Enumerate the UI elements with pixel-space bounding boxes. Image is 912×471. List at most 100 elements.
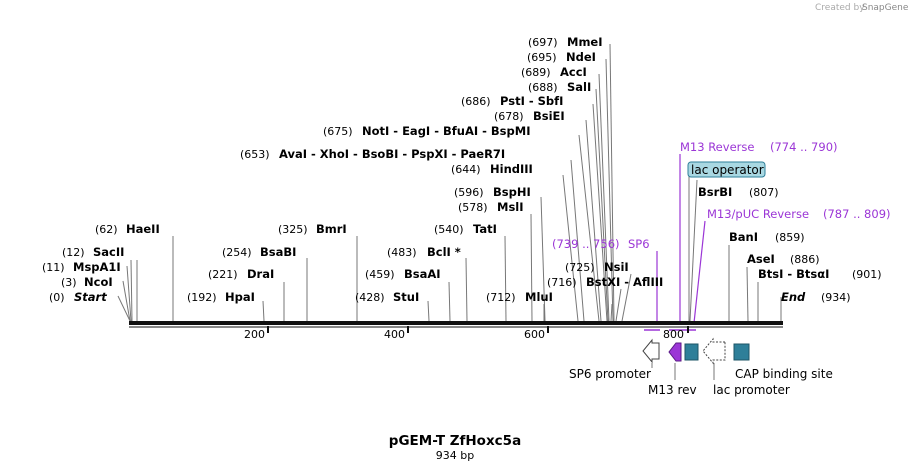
svg-text:AccI: AccI bbox=[560, 65, 587, 79]
svg-text:BsrBI: BsrBI bbox=[698, 185, 732, 199]
site-label-bsabi: (254) BsaBI bbox=[222, 245, 296, 259]
svg-text:(12): (12) bbox=[62, 246, 85, 259]
ruler: 200 400 600 800 bbox=[244, 326, 689, 341]
lac-operator-box bbox=[687, 161, 766, 178]
svg-text:(644): (644) bbox=[451, 163, 481, 176]
credit-text: Created by bbox=[815, 3, 865, 13]
svg-text:(697): (697) bbox=[528, 36, 558, 49]
svg-text:(725): (725) bbox=[565, 261, 595, 274]
svg-text:(0): (0) bbox=[49, 291, 65, 304]
svg-text:(689): (689) bbox=[521, 66, 551, 79]
site-label-bsrbi: BsrBI (807) bbox=[698, 185, 779, 199]
sp6-promoter-label: SP6 promoter bbox=[569, 367, 651, 381]
site-label-noti: (675) NotI - EagI - BfuAI - BspMI bbox=[323, 124, 530, 138]
svg-text:HaeII: HaeII bbox=[126, 222, 160, 236]
svg-text:(695): (695) bbox=[527, 51, 557, 64]
construct-title: pGEM-T ZfHoxc5a bbox=[389, 433, 521, 449]
svg-text:(686): (686) bbox=[461, 95, 491, 108]
svg-text:Start: Start bbox=[74, 290, 107, 304]
svg-text:(716): (716) bbox=[547, 276, 577, 289]
svg-text:SP6: SP6 bbox=[628, 237, 650, 251]
primer-sp6-label: (739 .. 756) SP6 bbox=[552, 237, 650, 251]
svg-text:(483): (483) bbox=[387, 246, 417, 259]
site-label-bani: BanI (859) bbox=[729, 230, 805, 244]
svg-text:(11): (11) bbox=[42, 261, 65, 274]
sequence-backbone bbox=[129, 321, 783, 325]
svg-text:MslI: MslI bbox=[497, 200, 524, 214]
ruler-tick-200: 200 bbox=[244, 328, 265, 341]
site-label-mspa1i: (11) MspA1I bbox=[42, 260, 121, 274]
svg-text:End: End bbox=[781, 290, 806, 304]
svg-text:(428): (428) bbox=[355, 291, 385, 304]
svg-text:BanI: BanI bbox=[729, 230, 758, 244]
svg-text:M13 Reverse: M13 Reverse bbox=[680, 140, 754, 154]
svg-text:M13/pUC Reverse: M13/pUC Reverse bbox=[707, 207, 809, 221]
site-label-avai: (653) AvaI - XhoI - BsoBI - PspXI - PaeR… bbox=[240, 147, 505, 161]
svg-text:(807): (807) bbox=[749, 186, 779, 199]
svg-text:(540): (540) bbox=[434, 223, 464, 236]
lac-operator-feature bbox=[684, 343, 699, 361]
svg-text:HindIII: HindIII bbox=[490, 162, 533, 176]
svg-text:(325): (325) bbox=[278, 223, 308, 236]
site-label-mmei: (697) MmeI bbox=[528, 35, 603, 49]
svg-text:NsiI: NsiI bbox=[604, 260, 629, 274]
lac-promoter-label: lac promoter bbox=[713, 383, 790, 397]
svg-text:(578): (578) bbox=[458, 201, 488, 214]
svg-text:SalI: SalI bbox=[567, 80, 591, 94]
svg-text:BsaAI: BsaAI bbox=[404, 267, 441, 281]
svg-text:(678): (678) bbox=[494, 110, 524, 123]
sp6-promoter-arrow bbox=[642, 338, 660, 364]
primer-m13-puc-label: M13/pUC Reverse (787 .. 809) bbox=[707, 207, 891, 221]
site-label-tati: (540) TatI bbox=[434, 222, 497, 236]
svg-text:SacII: SacII bbox=[93, 245, 124, 259]
svg-text:(859): (859) bbox=[775, 231, 805, 244]
site-label-ndei: (695) NdeI bbox=[527, 50, 596, 64]
cap-binding-site-label: CAP binding site bbox=[735, 367, 833, 381]
svg-text:BtsI - BtsαI: BtsI - BtsαI bbox=[758, 267, 829, 281]
svg-text:HpaI: HpaI bbox=[225, 290, 255, 304]
svg-text:(934): (934) bbox=[821, 291, 851, 304]
site-label-bsaai: (459) BsaAI bbox=[365, 267, 441, 281]
ruler-tick-600: 600 bbox=[524, 328, 545, 341]
m13-rev-arrow bbox=[668, 342, 682, 362]
svg-text:(62): (62) bbox=[95, 223, 118, 236]
svg-text:BstXI - AflIII: BstXI - AflIII bbox=[586, 275, 663, 289]
m13-rev-label: M13 rev bbox=[648, 383, 697, 397]
svg-text:MluI: MluI bbox=[525, 290, 553, 304]
site-label-nsii: (725) NsiI bbox=[565, 260, 629, 274]
site-connectors bbox=[117, 43, 782, 322]
svg-text:(675): (675) bbox=[323, 125, 353, 138]
site-label-sacii: (12) SacII bbox=[62, 245, 124, 259]
m13-puc-line bbox=[693, 220, 706, 324]
site-label-bsiei: (678) BsiEI bbox=[494, 109, 565, 123]
site-label-start: (0) Start bbox=[49, 290, 107, 304]
svg-text:(596): (596) bbox=[454, 186, 484, 199]
snapgene-brand: SnapGene bbox=[862, 3, 909, 13]
primer-m13-reverse-label: M13 Reverse (774 .. 790) bbox=[680, 140, 838, 154]
svg-text:NotI - EagI - BfuAI - BspMI: NotI - EagI - BfuAI - BspMI bbox=[362, 124, 530, 138]
svg-text:DraI: DraI bbox=[247, 267, 274, 281]
svg-text:BsaBI: BsaBI bbox=[260, 245, 296, 259]
ruler-tick-400: 400 bbox=[384, 328, 405, 341]
svg-text:(886): (886) bbox=[790, 253, 820, 266]
site-label-hpai: (192) HpaI bbox=[187, 290, 255, 304]
site-label-hindiii: (644) HindIII bbox=[451, 162, 533, 176]
lac-operator-label: lac operator bbox=[691, 163, 764, 177]
svg-text:StuI: StuI bbox=[393, 290, 419, 304]
svg-text:BmrI: BmrI bbox=[316, 222, 347, 236]
svg-text:(739 .. 756): (739 .. 756) bbox=[552, 237, 620, 251]
svg-text:NdeI: NdeI bbox=[566, 50, 596, 64]
svg-text:(712): (712) bbox=[486, 291, 516, 304]
lac-promoter-arrow bbox=[702, 337, 726, 365]
site-label-drai: (221) DraI bbox=[208, 267, 274, 281]
svg-text:(192): (192) bbox=[187, 291, 217, 304]
ruler-tick-800: 800 bbox=[663, 328, 684, 341]
site-label-end: End (934) bbox=[781, 290, 851, 304]
svg-text:PstI - SbfI: PstI - SbfI bbox=[500, 94, 563, 108]
svg-text:BsiEI: BsiEI bbox=[533, 109, 565, 123]
site-label-btsi: BtsI - BtsαI (901) bbox=[758, 267, 882, 281]
site-label-bmri: (325) BmrI bbox=[278, 222, 347, 236]
site-label-ncoi: (3) NcoI bbox=[61, 275, 113, 289]
svg-text:AvaI - XhoI - BsoBI - PspXI -: AvaI - XhoI - BsoBI - PspXI - PaeR7I bbox=[279, 147, 505, 161]
